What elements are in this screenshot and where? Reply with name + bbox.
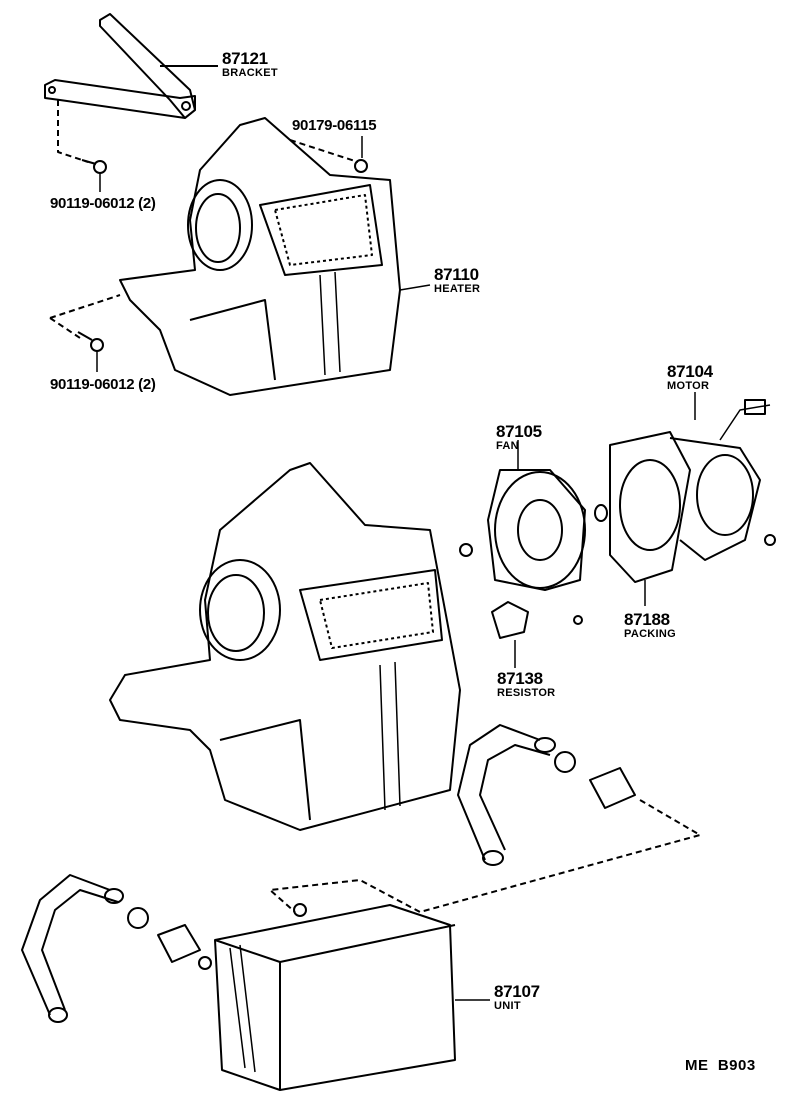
hose-drawing bbox=[21, 724, 636, 1023]
screw-lower-drawing bbox=[77, 331, 104, 372]
label-bracket: 87121 BRACKET bbox=[222, 50, 278, 79]
part-number: 87104 bbox=[667, 362, 713, 381]
part-name: MOTOR bbox=[667, 380, 710, 392]
part-number: 87105 bbox=[496, 422, 542, 441]
part-name: HEATER bbox=[434, 283, 481, 295]
bracket-drawing bbox=[44, 13, 196, 119]
label-screw-lower: 90119-06012 (2) bbox=[50, 376, 156, 393]
heater-upper-drawing bbox=[119, 117, 431, 396]
screw-upper-drawing bbox=[81, 159, 107, 192]
part-name: RESISTOR bbox=[497, 687, 556, 699]
part-number: 87121 bbox=[222, 49, 268, 68]
label-bolt-top: 90179-06115 bbox=[292, 117, 377, 134]
part-name: PACKING bbox=[624, 628, 677, 640]
resistor-drawing bbox=[491, 601, 583, 668]
label-screw-upper: 90119-06012 (2) bbox=[50, 195, 156, 212]
part-number: 87107 bbox=[494, 982, 540, 1001]
part-number: 87110 bbox=[434, 265, 479, 284]
part-name: UNIT bbox=[494, 1000, 521, 1012]
label-packing: 87188 PACKING bbox=[624, 611, 676, 640]
dashed-line bbox=[49, 294, 121, 339]
part-name: FAN bbox=[496, 440, 519, 452]
label-fan: 87105 FAN bbox=[496, 423, 542, 452]
dashed-line bbox=[57, 100, 89, 163]
diagram-code: ME B903 bbox=[685, 1057, 756, 1074]
heater-assembly-drawing bbox=[109, 462, 461, 831]
part-number: 87138 bbox=[497, 669, 543, 688]
part-number: 87188 bbox=[624, 610, 670, 629]
packing-drawing bbox=[609, 431, 691, 606]
bolt-top-drawing bbox=[289, 136, 368, 173]
label-unit: 87107 UNIT bbox=[494, 983, 540, 1012]
unit-drawing bbox=[198, 903, 490, 1091]
label-heater: 87110 HEATER bbox=[434, 266, 480, 295]
motor-drawing bbox=[669, 392, 776, 561]
fan-drawing bbox=[459, 440, 608, 591]
dashed-line bbox=[269, 799, 701, 913]
label-motor: 87104 MOTOR bbox=[667, 363, 713, 392]
part-name: BRACKET bbox=[222, 67, 278, 79]
label-resistor: 87138 RESISTOR bbox=[497, 670, 555, 699]
